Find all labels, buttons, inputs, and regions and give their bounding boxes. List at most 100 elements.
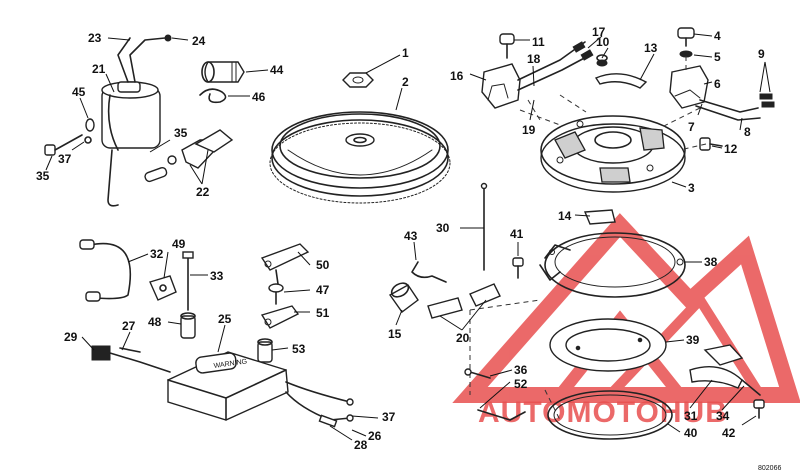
callout-34: 34 [716, 409, 730, 423]
callout-11: 11 [532, 35, 545, 49]
assembly-line-plate [469, 299, 561, 421]
clamp-13 [594, 73, 648, 89]
callout-27: 27 [122, 319, 136, 333]
callout-33: 33 [210, 269, 224, 283]
ground-wire-32 [79, 239, 132, 302]
clip-43 [411, 261, 447, 283]
callout-1: 1 [402, 46, 409, 60]
callout-40: 40 [684, 426, 698, 440]
screw-11 [499, 33, 515, 59]
callout-37-coil: 37 [58, 152, 72, 166]
lockwasher-37 [84, 136, 92, 144]
watermark-text: AUTOMOTOHUB [478, 396, 728, 429]
grommet-10 [596, 54, 608, 67]
callout-48: 48 [148, 315, 162, 329]
callout-8: 8 [744, 125, 751, 139]
callout-47: 47 [316, 283, 330, 297]
callout-28: 28 [354, 438, 368, 452]
screw-4 [677, 27, 695, 47]
screw-41 [512, 257, 524, 279]
callout-25: 25 [218, 312, 232, 326]
callout-36: 36 [514, 363, 528, 377]
clamp-49 [149, 275, 177, 301]
callout-26: 26 [368, 429, 382, 443]
power-pack-25: WARNING [167, 351, 289, 421]
link-rod-30 [480, 182, 488, 271]
callout-52: 52 [514, 377, 528, 391]
callout-21: 21 [92, 62, 106, 76]
charge-coil-6 [669, 65, 775, 121]
callout-42: 42 [722, 426, 736, 440]
pin-47 [268, 283, 284, 305]
callout-6: 6 [714, 77, 721, 91]
callout-45: 45 [72, 85, 86, 99]
callout-7: 7 [688, 120, 695, 134]
callout-30: 30 [436, 221, 450, 235]
plug-cap-44 [201, 61, 245, 83]
callout-9: 9 [758, 47, 765, 61]
callout-2: 2 [402, 75, 409, 89]
callout-23: 23 [88, 31, 102, 45]
link-51 [260, 305, 300, 329]
callout-13: 13 [644, 41, 658, 55]
cable-29 [91, 345, 171, 373]
lever-50 [260, 243, 310, 285]
callout-39: 39 [686, 333, 700, 347]
callout-50: 50 [316, 258, 330, 272]
ring-40 [547, 390, 673, 440]
callout-35-lower: 35 [36, 169, 50, 183]
callout-20: 20 [456, 331, 470, 345]
throttle-cam-31 [689, 344, 761, 396]
washer-45 [85, 118, 95, 132]
callout-5: 5 [714, 50, 721, 64]
coil-screw-35-left [44, 134, 83, 156]
spacer-48 [180, 312, 196, 339]
bushing-14 [583, 209, 616, 225]
callout-14: 14 [558, 209, 572, 223]
callout-49: 49 [172, 237, 186, 251]
link-52 [477, 409, 526, 421]
callout-35-upper: 35 [174, 126, 188, 140]
callout-16: 16 [450, 69, 464, 83]
callout-38: 38 [704, 255, 718, 269]
pack-warning-label: WARNING [213, 358, 247, 370]
retainer-39 [549, 318, 667, 372]
callout-53: 53 [292, 342, 306, 356]
callout-10: 10 [596, 35, 610, 49]
callout-46: 46 [252, 90, 266, 104]
support-plate-38 [539, 232, 686, 298]
bushing-53 [257, 338, 273, 363]
flywheel [269, 111, 451, 204]
callout-32: 32 [150, 247, 164, 261]
screw-42 [753, 399, 765, 419]
assembly-line-sensor [519, 94, 587, 126]
callout-3: 3 [688, 181, 695, 195]
callout-31: 31 [684, 409, 698, 423]
flywheel-nut [342, 72, 374, 88]
ignition-coil [101, 34, 172, 207]
stator-plate [540, 115, 686, 193]
cable-28 [285, 381, 354, 428]
callout-22: 22 [196, 185, 210, 199]
callout-43: 43 [404, 229, 418, 243]
callout-15: 15 [388, 327, 402, 341]
callout-37-pack: 37 [382, 410, 396, 424]
callout-12: 12 [724, 142, 738, 156]
callout-41: 41 [510, 227, 524, 241]
screw-12 [699, 137, 723, 151]
callout-4: 4 [714, 29, 721, 43]
callout-17: 17 [592, 25, 606, 39]
callout-29: 29 [64, 330, 78, 344]
part-code: 802066 [758, 465, 781, 472]
callout-19: 19 [522, 123, 536, 137]
boots-22 [144, 129, 234, 183]
screw-36 [464, 368, 491, 379]
stud-33 [182, 251, 194, 311]
timer-base-16 [481, 41, 594, 109]
assembly-line-coil [659, 56, 707, 151]
callout-24: 24 [192, 34, 206, 48]
leader-lines [45, 33, 771, 441]
callout-44: 44 [270, 63, 284, 77]
